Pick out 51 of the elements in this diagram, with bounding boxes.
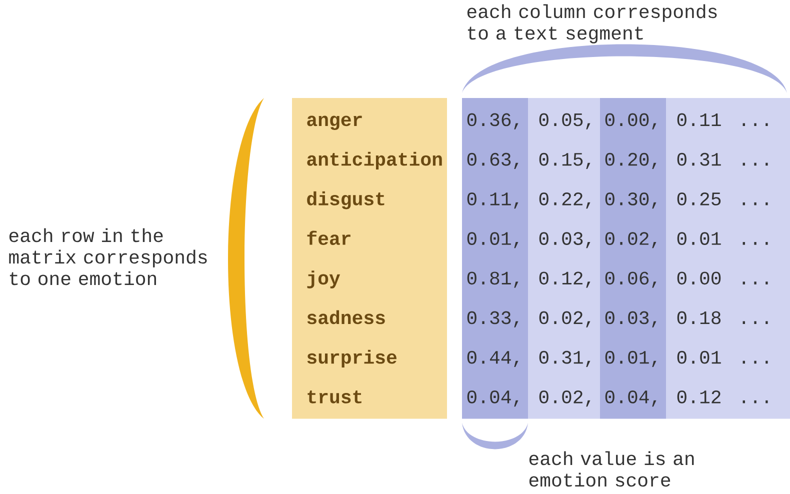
score-value: 0.00, — [605, 113, 656, 130]
score-value: 0.30, — [605, 192, 656, 209]
score-value: 0.33, — [467, 311, 518, 328]
score-value: 0.02, — [539, 390, 590, 407]
score-value: 0.01 — [677, 232, 721, 245]
score-value: 0.15, — [539, 152, 590, 169]
score-value: 0.36, — [467, 113, 518, 130]
ellipsis: ... — [742, 321, 768, 324]
ellipsis: ... — [742, 202, 768, 206]
score-value: 0.11 — [677, 113, 721, 126]
score-value: 0.22, — [539, 192, 590, 209]
ellipsis: ... — [742, 242, 768, 245]
emotion-name: joy — [307, 270, 340, 288]
score-value: 0.12 — [677, 390, 720, 404]
score-value: 0.63, — [467, 152, 518, 169]
score-value: 0.01 — [677, 350, 721, 364]
emotion-name: sadness — [307, 310, 385, 324]
score-value: 0.04, — [467, 390, 518, 407]
score-value: 0.03, — [539, 232, 590, 248]
score-value: 0.00 — [677, 272, 721, 285]
emotion-name: disgust — [307, 191, 384, 210]
score-value: 0.12, — [539, 272, 590, 288]
score-value: 0.31 — [677, 152, 721, 166]
emotion-name: anger — [307, 116, 362, 130]
annotation: each column corresponds to a text segment — [467, 4, 717, 44]
score-value: 0.18 — [677, 311, 721, 324]
score-value: 0.04, — [605, 390, 656, 407]
score-value: 0.02, — [539, 311, 590, 328]
score-value: 0.01, — [467, 232, 518, 248]
score-value: 0.05, — [539, 113, 590, 130]
annotation: each value is an emotion score — [529, 451, 694, 487]
score-value: 0.03, — [605, 311, 656, 328]
score-value: 0.81, — [467, 272, 518, 288]
score-value: 0.01, — [605, 350, 656, 367]
score-value: 0.25 — [677, 192, 721, 206]
emotion-name: trust — [308, 390, 362, 404]
ellipsis: ... — [742, 360, 768, 364]
annotation: each row in the matrix corresponds to one emotion — [9, 228, 207, 286]
ellipsis: ... — [742, 123, 768, 126]
score-value: 0.31, — [539, 350, 590, 367]
ellipsis: ... — [742, 282, 768, 284]
score-value: 0.20, — [605, 152, 656, 169]
emotion-name: anticipation — [307, 152, 442, 170]
score-value: 0.44, — [467, 350, 518, 367]
score-value: 0.02, — [605, 232, 656, 248]
ellipsis: ... — [742, 400, 768, 404]
score-value: 0.11, — [467, 192, 518, 209]
emotion-name: surprise — [307, 350, 396, 368]
ellipsis: ... — [742, 162, 768, 166]
emotion-name: fear — [307, 230, 350, 245]
score-value: 0.06, — [605, 272, 656, 288]
